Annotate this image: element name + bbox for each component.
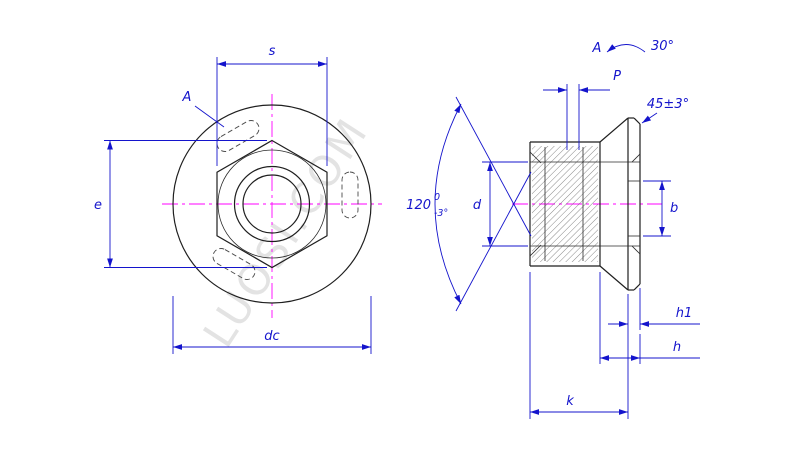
dim-label-120-sub: -3° (434, 208, 448, 219)
section-a-30deg: A 30° (592, 39, 675, 56)
dimension-e: e (94, 140, 267, 268)
chamfer-circle (217, 149, 327, 259)
dimension-s: s (216, 44, 328, 166)
side-nut-outline (529, 117, 641, 291)
flange-circle (172, 104, 372, 304)
dim-label-b: b (670, 201, 678, 216)
front-centerlines (162, 94, 382, 318)
dimension-120deg: 120 0 -3° (406, 96, 532, 312)
dim-label-45deg: 45±3° (647, 97, 689, 112)
watermark: LUOSI.COM (194, 108, 378, 355)
bore-circle (242, 174, 302, 234)
watermark-text: LUOSI.COM (194, 108, 378, 355)
dimension-p: P (543, 69, 621, 150)
front-nut-outline (172, 104, 372, 304)
dim-label-p: P (613, 69, 621, 84)
side-bore-lines (529, 147, 641, 261)
dim-label-d: d (473, 198, 482, 213)
dim-label-dc: dc (264, 329, 279, 344)
dimension-h1: h1 (608, 288, 700, 419)
dim-label-30deg: 30° (651, 39, 674, 54)
dim-label-s: s (269, 44, 276, 59)
dim-label-k: k (566, 394, 574, 409)
hex-outline (216, 139, 328, 269)
thread-major-circle (233, 165, 311, 243)
front-view: s A e dc (94, 44, 382, 354)
dimension-h: h (599, 272, 700, 364)
dimension-d: d (473, 161, 528, 247)
dim-label-120: 120 (406, 198, 431, 213)
thread-hatch (532, 146, 598, 262)
dim-label-120-sup: 0 (434, 192, 440, 203)
datum-label-a: A (182, 90, 192, 105)
dimension-45deg: 45±3° (641, 97, 689, 124)
dim-label-e: e (94, 198, 102, 213)
side-view: P A 30° 45±3° 120 0 -3° d (406, 39, 700, 419)
section-label-a: A (592, 41, 602, 56)
dimension-k: k (529, 272, 628, 419)
datum-a-front: A (182, 90, 225, 128)
dim-label-h: h (673, 340, 681, 355)
front-hidden-chamfers (212, 120, 359, 280)
dimension-dc: dc (172, 296, 372, 354)
dim-label-h1: h1 (676, 306, 693, 321)
dimension-b: b (643, 180, 678, 237)
